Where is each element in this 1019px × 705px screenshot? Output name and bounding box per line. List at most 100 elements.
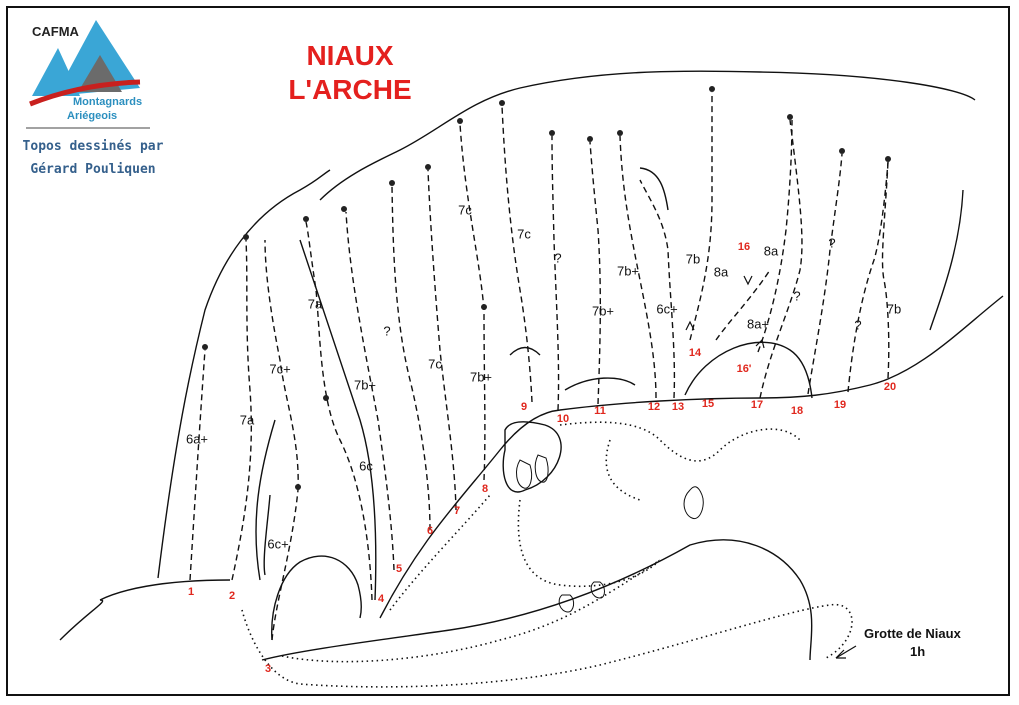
arrow-up-icon <box>755 338 765 349</box>
route-grade: 8a <box>763 243 779 259</box>
route-grade: ? <box>793 288 801 304</box>
trail-to-routes <box>389 494 491 611</box>
anchor-icon <box>425 164 431 170</box>
anchor-icon <box>709 86 715 92</box>
logo-mountain-main <box>55 20 140 96</box>
route-grade: 7c+ <box>269 361 291 377</box>
route-grade: 6c+ <box>656 301 678 317</box>
route-number: 14 <box>688 347 702 359</box>
approach-trails <box>241 421 853 688</box>
route-number: 13 <box>671 401 685 413</box>
tree-icon <box>590 581 605 599</box>
arrow-head-icon <box>835 649 846 659</box>
route-grade: ? <box>554 250 562 266</box>
route-number: 5 <box>395 563 403 575</box>
tree-icon <box>558 594 575 613</box>
logo-line1: Montagnards <box>73 96 143 108</box>
route-line-12 <box>619 135 657 399</box>
route-line-18 <box>807 153 843 395</box>
route-grade: 7b+ <box>353 377 377 393</box>
route-number: 15 <box>701 398 715 410</box>
anchor-icon <box>243 234 249 240</box>
route-grade: ? <box>383 323 391 339</box>
route-number: 10 <box>556 413 570 425</box>
map-title: NIAUX <box>306 40 394 71</box>
route-grade: ? <box>828 235 836 251</box>
route-line-1 <box>189 349 206 581</box>
overhang-9 <box>509 346 541 356</box>
overhang-11 <box>564 377 636 391</box>
anchor-icon <box>303 216 309 222</box>
route-number: 19 <box>833 399 847 411</box>
arch-roof <box>684 341 813 399</box>
route-number: 7 <box>453 505 461 517</box>
route-number: 18 <box>790 405 804 417</box>
anchor-icon <box>499 100 505 106</box>
route-number: 2 <box>228 590 236 602</box>
route-grade: 7b+ <box>469 369 493 385</box>
map-frame <box>6 6 1010 696</box>
route-grade: 7b <box>886 301 902 317</box>
tree-icon <box>516 459 533 489</box>
anchor-icon <box>885 156 891 162</box>
route-line-9 <box>501 105 533 403</box>
path-ridge <box>261 539 813 661</box>
anchor-icon <box>617 130 623 136</box>
route-line-11 <box>589 141 602 405</box>
ground-left-b <box>59 599 104 641</box>
route-line-17 <box>759 119 803 399</box>
arrow-shaft <box>835 645 857 659</box>
approach-time: 1h <box>910 644 926 659</box>
grotte-arrow <box>835 645 857 659</box>
arrow-down-icon <box>743 275 753 286</box>
route-grade: 7b+ <box>616 263 640 279</box>
logo-swoosh <box>29 79 141 107</box>
route-grade: 7a <box>307 296 323 312</box>
route-number: 4 <box>377 593 385 605</box>
route-line-16 <box>757 119 793 353</box>
anchor-icon <box>323 395 329 401</box>
map-subtitle: L'ARCHE <box>288 74 412 105</box>
route-line-20 <box>881 161 890 379</box>
anchor-icon <box>202 344 208 350</box>
arch-opening <box>271 555 363 641</box>
route-line-3-upper <box>264 239 299 491</box>
route-grade: 6c <box>359 458 373 474</box>
route-number: 12 <box>647 401 661 413</box>
cafma-logo <box>26 20 150 129</box>
route-number: 9 <box>520 401 528 413</box>
pillar-line-a <box>255 419 276 581</box>
route-line-5 <box>345 211 395 571</box>
approach-label: Grotte de Niaux <box>864 626 961 641</box>
cliff-outline <box>59 70 1004 661</box>
logo-line2: Ariégeois <box>67 110 118 122</box>
route-grade: 6c+ <box>267 536 289 552</box>
route-number: 6 <box>426 525 434 537</box>
route-number: 8 <box>481 483 489 495</box>
tree-icon <box>683 486 704 520</box>
anchor-icon <box>295 484 301 490</box>
route-grade: 6a+ <box>185 431 209 447</box>
route-line-13 <box>639 179 676 399</box>
boulder <box>502 421 562 493</box>
route-line-2 <box>231 239 252 581</box>
route-grade: 7c <box>428 356 442 372</box>
route-grade: ? <box>854 317 862 333</box>
route-line-10 <box>551 135 560 411</box>
logo-name: CAFMA <box>32 24 79 39</box>
route-line-4 <box>305 221 373 601</box>
belay-anchors <box>202 86 891 490</box>
tree-icon <box>534 454 549 483</box>
route-grade: 7c <box>517 226 531 242</box>
route-line-14 <box>689 92 713 341</box>
route-line-19 <box>847 161 889 393</box>
arrow-up-icon <box>685 320 695 331</box>
route-arrows <box>685 275 765 349</box>
trail-lower <box>281 559 661 663</box>
anchor-icon <box>481 304 487 310</box>
anchor-icon <box>341 206 347 212</box>
trail-middle <box>517 499 661 588</box>
route-grade: 7b <box>685 251 701 267</box>
route-line-6 <box>391 185 431 531</box>
